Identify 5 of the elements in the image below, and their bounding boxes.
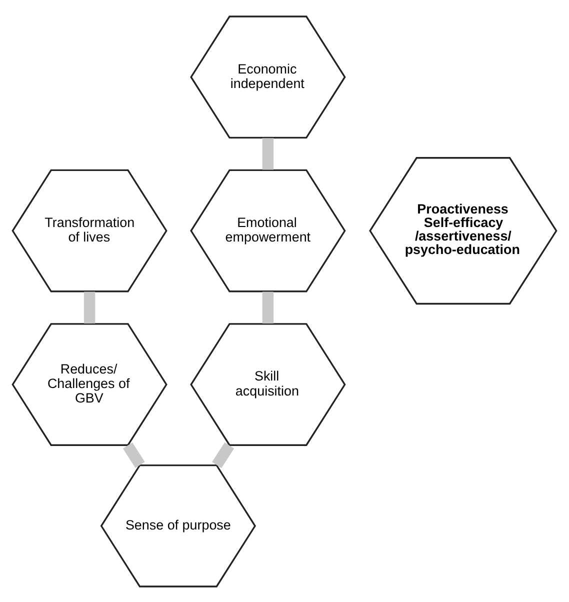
connector xyxy=(262,138,274,170)
connector xyxy=(84,291,96,323)
connector xyxy=(262,291,274,323)
connector xyxy=(122,442,145,468)
connector xyxy=(212,442,234,468)
